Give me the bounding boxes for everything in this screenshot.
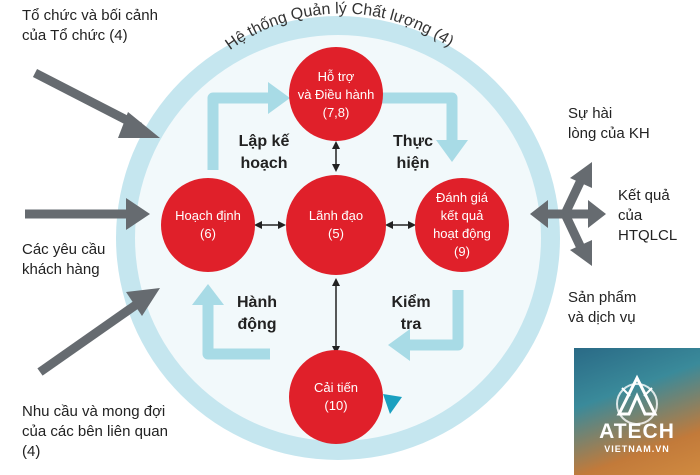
- input-requirements: Các yêu cầu khách hàng: [22, 241, 106, 278]
- cycle-label-act: Hành động: [237, 294, 277, 333]
- act-arrowhead: [192, 284, 224, 305]
- output-satisfaction: Sự hài lòng của KH: [568, 105, 650, 142]
- nodes: [161, 47, 509, 444]
- input-arrows: [25, 68, 160, 376]
- plan-arrow: [207, 92, 268, 170]
- products-arrowhead: [570, 240, 592, 266]
- node-planning-circle: [161, 178, 255, 272]
- context-arrow: [32, 68, 143, 132]
- node-leadership: Lãnh đạo (5): [308, 208, 364, 241]
- cycle-arrows: [202, 92, 464, 360]
- node-planning: Hoạch định (6): [175, 208, 241, 241]
- output-arrows: [530, 162, 606, 266]
- node-support: Hỗ trợ và Điều hành (7,8): [297, 69, 375, 120]
- check-arrowhead: [388, 329, 410, 361]
- logo-brand: ATECH: [599, 420, 675, 443]
- cycle-label-do: Thực hiện: [392, 133, 434, 172]
- left-arrowhead: [530, 200, 548, 228]
- do-arrow: [382, 92, 458, 140]
- node-improvement-circle: [289, 350, 383, 444]
- cycle-label-plan: Lập kế hoạch: [238, 133, 290, 172]
- node-evaluation: Đánh giá kết quả hoạt động (9): [433, 190, 491, 259]
- do-arrowhead: [436, 140, 468, 162]
- satisfaction-arrowhead: [570, 162, 592, 188]
- atech-logo: ATECH VIETNAM.VN: [574, 348, 700, 475]
- plan-arrowhead: [268, 82, 290, 114]
- input-needs: Nhu cầu và mong đợi của các bên liên qua…: [22, 403, 168, 460]
- logo-domain: VIETNAM.VN: [604, 444, 670, 454]
- node-improvement: Cải tiến (10): [313, 380, 359, 413]
- node-evaluation-circle: [415, 178, 509, 272]
- check-arrow: [410, 290, 464, 351]
- results-arrowhead: [588, 200, 606, 228]
- act-arrow: [202, 305, 270, 360]
- cycle-label-check: Kiểm tra: [391, 294, 431, 333]
- input-context: Tổ chức và bối cảnh của Tổ chức (4): [22, 7, 158, 44]
- needs-arrow: [37, 298, 143, 376]
- node-leadership-circle: [286, 175, 386, 275]
- ring-pointer: [383, 394, 402, 414]
- atech-logo-mark: [616, 374, 658, 425]
- cycle-arrowheads: [192, 82, 468, 361]
- node-support-circle: [289, 47, 383, 141]
- output-products: Sản phẩm và dịch vụ: [568, 289, 637, 326]
- output-results: Kết quả của HTQLCL: [618, 187, 678, 244]
- link-arrows: [254, 141, 416, 354]
